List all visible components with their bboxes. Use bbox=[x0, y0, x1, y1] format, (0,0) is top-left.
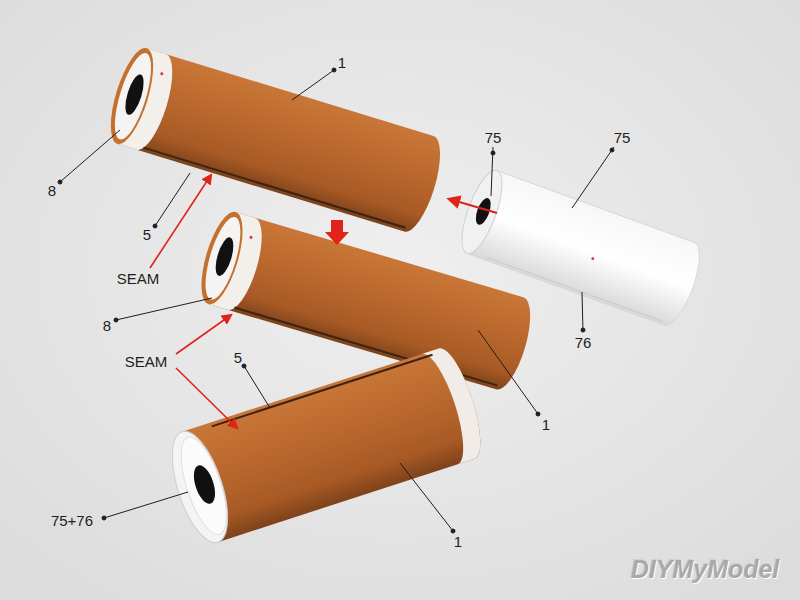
callout-number: 1 bbox=[454, 534, 462, 549]
leader-line bbox=[155, 173, 190, 226]
white-collar bbox=[422, 343, 490, 464]
leader-line bbox=[582, 292, 583, 332]
seam-line bbox=[143, 148, 405, 228]
leader-line bbox=[60, 130, 120, 182]
tube-end bbox=[454, 166, 510, 258]
leader-dot bbox=[581, 328, 585, 332]
mark-dot bbox=[160, 72, 164, 76]
tube-end bbox=[107, 49, 158, 143]
tube-body bbox=[208, 212, 538, 394]
leader-dot bbox=[610, 148, 614, 152]
tube-rim bbox=[193, 207, 251, 308]
watermark: DIYMyModel bbox=[631, 557, 780, 582]
mark-dot bbox=[591, 257, 595, 261]
mark-dot bbox=[249, 236, 253, 240]
callout-number: 76 bbox=[575, 335, 592, 350]
leader-line bbox=[400, 463, 453, 531]
callout-number: 8 bbox=[48, 183, 56, 198]
insert-arrow bbox=[449, 199, 497, 213]
seam-pointer bbox=[176, 315, 231, 354]
callout-number: 5 bbox=[234, 350, 242, 365]
callout-number: 75+76 bbox=[51, 513, 93, 528]
leader-dot bbox=[114, 318, 118, 322]
tube-hole bbox=[122, 73, 148, 117]
callout-number: 1 bbox=[338, 55, 346, 70]
seam-label: SEAM bbox=[117, 271, 160, 286]
tube-rim bbox=[102, 44, 162, 149]
callout-number: 75 bbox=[614, 130, 631, 145]
leader-line bbox=[572, 147, 614, 208]
tube-hole bbox=[190, 463, 219, 507]
brown-tube bbox=[193, 207, 539, 393]
leader-dot bbox=[153, 224, 157, 228]
leader-dot bbox=[451, 529, 455, 533]
brown-tube bbox=[161, 343, 490, 548]
leader-dot bbox=[242, 364, 246, 368]
tube-body bbox=[117, 48, 448, 236]
tube-end bbox=[198, 213, 247, 303]
leader-dot bbox=[58, 180, 62, 184]
inner-tube-end bbox=[172, 432, 236, 540]
tube-body bbox=[182, 343, 490, 542]
tube-hole bbox=[212, 235, 237, 277]
leader-line bbox=[478, 330, 538, 414]
leader-dot bbox=[102, 516, 106, 520]
callout-number: 1 bbox=[542, 417, 550, 432]
down-arrow bbox=[325, 220, 349, 245]
seam-label: SEAM bbox=[125, 354, 168, 369]
callout-number: 8 bbox=[103, 318, 111, 333]
leader-dot bbox=[536, 412, 540, 416]
leader-line bbox=[292, 70, 334, 100]
leader-line bbox=[104, 492, 188, 518]
callout-number: 5 bbox=[143, 227, 151, 242]
callout-number: 75 bbox=[485, 130, 502, 145]
seam-pointer bbox=[150, 175, 211, 268]
brown-tube bbox=[102, 44, 449, 237]
leader-lines bbox=[58, 68, 614, 533]
leader-dot bbox=[332, 68, 336, 72]
seam-line bbox=[212, 355, 433, 427]
tube-opening bbox=[161, 425, 239, 549]
seam-pointer bbox=[176, 368, 237, 428]
leader-line bbox=[244, 366, 270, 408]
leader-dot bbox=[491, 151, 495, 155]
leader-line bbox=[116, 298, 212, 320]
